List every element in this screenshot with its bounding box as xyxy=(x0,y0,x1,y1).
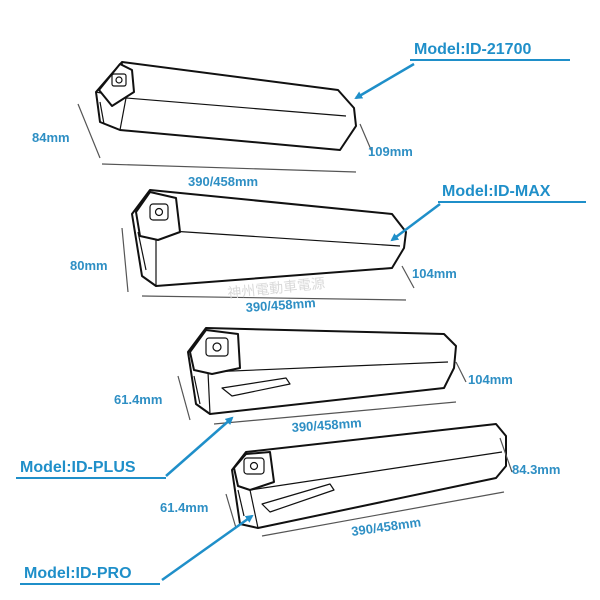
battery-id-pro: 61.4mm 84.3mm 390/458mm Model:ID-PRO xyxy=(20,423,560,585)
lock-cap xyxy=(135,191,181,241)
height-label: 61.4mm xyxy=(160,500,208,515)
battery-id-max: 80mm 104mm 390/458mm Model:ID-MAX 神州電動車電… xyxy=(70,183,586,315)
height-label: 80mm xyxy=(70,258,108,273)
model-label: Model:ID-21700 xyxy=(414,41,531,58)
width-label: 109mm xyxy=(368,144,413,159)
model-label: Model:ID-PRO xyxy=(24,565,132,582)
battery-id-21700: 84mm 109mm 390/458mm Model:ID-21700 xyxy=(32,41,570,189)
model-label: Model:ID-MAX xyxy=(442,183,551,200)
height-label: 84mm xyxy=(32,130,70,145)
rail-handle xyxy=(221,377,291,397)
height-label: 61.4mm xyxy=(114,392,162,407)
battery-body xyxy=(187,327,457,415)
width-label: 104mm xyxy=(412,266,457,281)
width-label: 84.3mm xyxy=(512,462,560,477)
battery-id-plus: 61.4mm 104mm 390/458mm Model:ID-PLUS xyxy=(16,327,513,479)
rail-handle xyxy=(261,483,335,513)
width-label: 104mm xyxy=(468,372,513,387)
length-label: 390/458mm xyxy=(291,415,362,435)
length-label: 390/458mm xyxy=(245,295,316,315)
lock-cap xyxy=(189,329,241,375)
length-label: 390/458mm xyxy=(188,174,258,189)
model-label: Model:ID-PLUS xyxy=(20,459,136,476)
